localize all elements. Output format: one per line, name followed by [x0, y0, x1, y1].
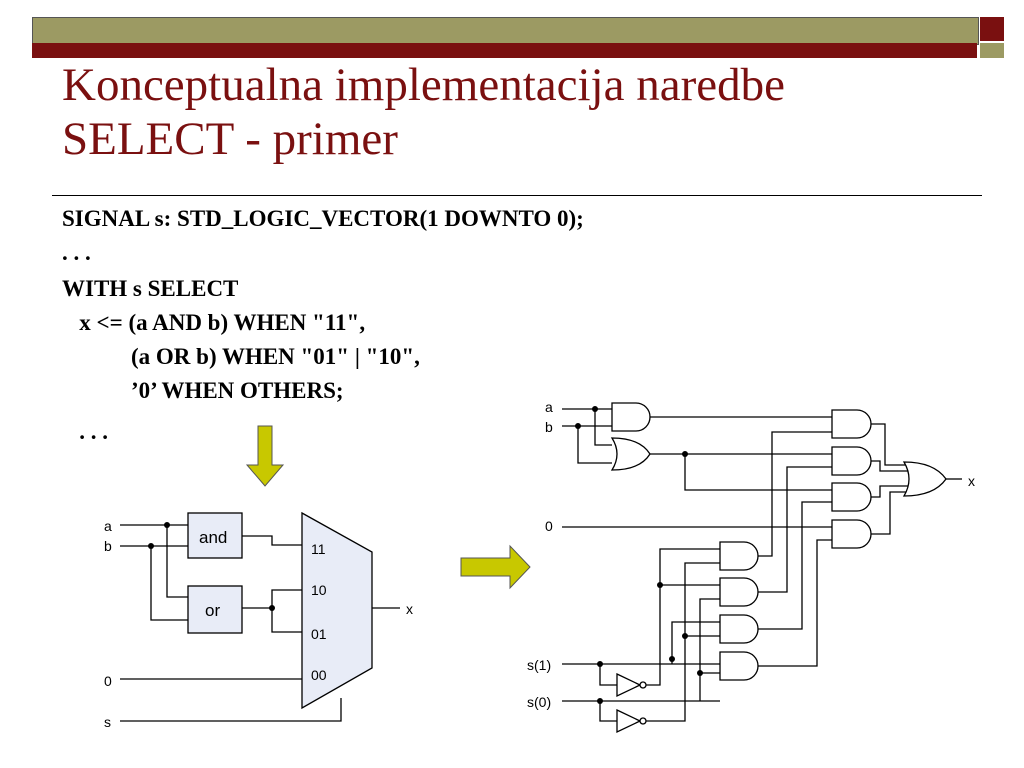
gate-input-b-label: b [545, 419, 553, 435]
title-line-1: Konceptualna implementacija naredbe [62, 59, 785, 111]
mux-input-zero-label: 0 [104, 673, 112, 689]
mux-input-a-label: a [104, 518, 112, 534]
and-gate-level2-2 [831, 446, 872, 476]
mux-input-01-label: 01 [311, 626, 327, 642]
title-line-2: SELECT - primer [62, 113, 398, 165]
mux-diagram: a b 0 s and or 11 10 01 00 x [104, 511, 413, 730]
gate-input-s0-label: s(0) [527, 694, 551, 710]
mux-input-b-label: b [104, 538, 112, 554]
and-gate-level2-3 [831, 482, 872, 512]
corner-olive-square [980, 43, 1004, 58]
right-arrow-icon [460, 544, 531, 590]
multiplexer-block [301, 511, 373, 710]
gate-input-a-label: a [545, 399, 553, 415]
or-box-label: or [205, 601, 220, 620]
code-line: ’0’ WHEN OTHERS; [62, 378, 344, 403]
code-line: (a OR b) WHEN "01" | "10", [62, 344, 420, 369]
title-divider [52, 195, 982, 196]
mux-input-11-label: 11 [311, 541, 326, 557]
and-gate-ab [611, 402, 651, 432]
mux-output-x-label: x [406, 601, 413, 617]
mux-input-00-label: 00 [311, 667, 327, 683]
and-gate-decoder-3 [719, 614, 759, 644]
and-gate-level2-4 [831, 519, 872, 549]
inverter-s1 [616, 672, 642, 698]
or-gate-output [902, 461, 947, 497]
and-gate-decoder-2 [719, 577, 759, 607]
code-line: . . . [62, 419, 108, 444]
gate-output-x-label: x [968, 473, 975, 489]
or-box [187, 585, 243, 634]
top-maroon-bar [32, 43, 977, 58]
mux-input-10-label: 10 [311, 582, 327, 598]
corner-maroon-square [980, 17, 1004, 41]
or-gate-ab [610, 437, 651, 471]
gate-diagram: a b 0 s(1) s(0) x [527, 399, 975, 734]
slide-title: Konceptualna implementacija naredbe SELE… [62, 58, 1002, 166]
code-line: x <= (a AND b) WHEN "11", [62, 310, 366, 335]
inverter-s0 [616, 708, 642, 734]
code-line: WITH s SELECT [62, 276, 239, 301]
mux-input-s-label: s [104, 714, 111, 730]
and-gate-decoder-4 [719, 651, 759, 681]
code-line: SIGNAL s: STD_LOGIC_VECTOR(1 DOWNTO 0); [62, 206, 584, 231]
and-box [187, 512, 243, 559]
code-line: . . . [62, 240, 91, 265]
gate-input-s1-label: s(1) [527, 657, 551, 673]
down-arrow-icon [245, 425, 285, 487]
and-gate-decoder-1 [719, 541, 759, 571]
gate-input-zero-label: 0 [545, 518, 553, 534]
and-gate-level2-1 [831, 409, 872, 439]
and-box-label: and [199, 528, 227, 547]
